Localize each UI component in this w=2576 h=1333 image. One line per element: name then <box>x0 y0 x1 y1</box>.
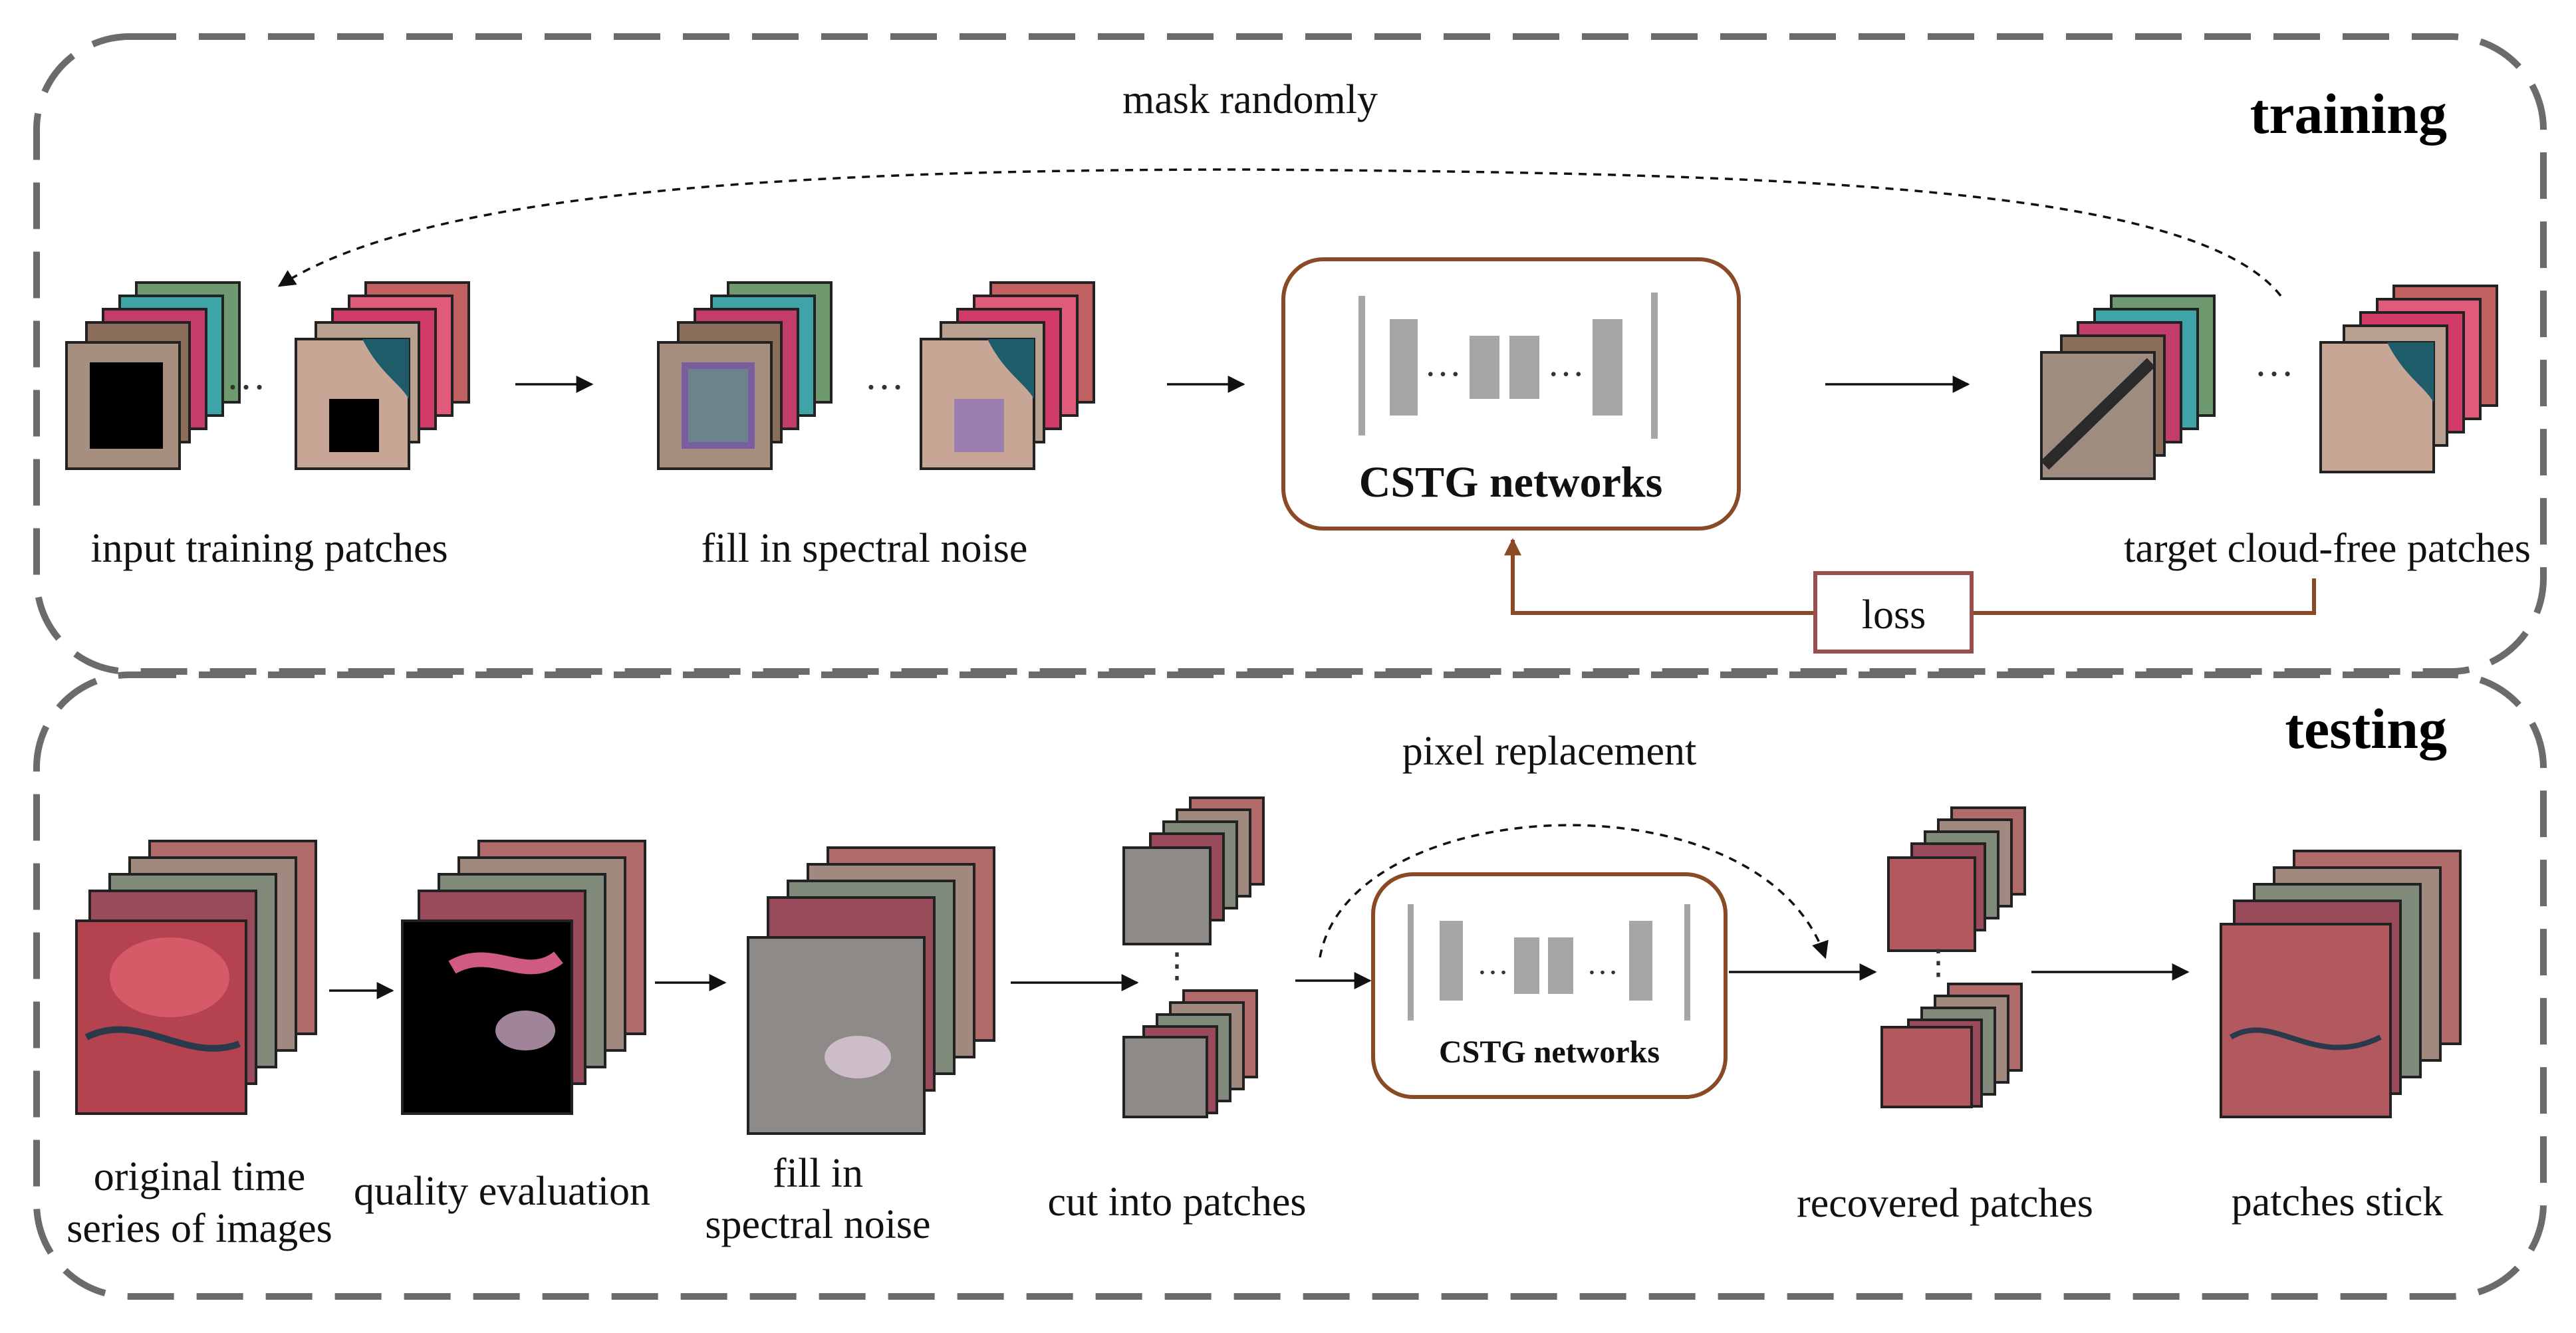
recovered-patches-label: recovered patches <box>1797 1181 2093 1226</box>
mask-randomly-label: mask randomly <box>1122 77 1378 122</box>
recovered-patch-stack-bottom <box>1880 983 2023 1108</box>
input-patch-stack-2 <box>295 281 470 470</box>
svg-text:…: … <box>1587 946 1618 981</box>
recovered-patch-stack-top <box>1887 806 2026 952</box>
vertical-ellipsis: ⋮ <box>1160 947 1194 985</box>
mask-randomly-arrow <box>277 168 2282 297</box>
cstg-networks-training-label: CSTG networks <box>1359 458 1663 507</box>
cstg-network-testing: … … CSTG networks <box>1371 872 1728 1099</box>
input-patch-stack-1 <box>65 281 241 470</box>
testing-noise-label-line1: fill in <box>773 1151 863 1196</box>
quality-evaluation-stack <box>401 840 646 1115</box>
noise-patch-stack-2 <box>920 281 1095 470</box>
svg-text:…: … <box>1547 343 1585 384</box>
input-training-patches-label: input training patches <box>90 526 448 571</box>
testing-noise-stack <box>747 846 995 1135</box>
cut-patch-stack-bottom <box>1122 989 1258 1118</box>
pixel-replacement-arrow <box>1319 824 1829 959</box>
loss-box <box>1813 571 1974 654</box>
fill-in-spectral-noise-label: fill in spectral noise <box>702 526 1028 571</box>
cut-patch-stack-top <box>1122 796 1265 945</box>
svg-text:…: … <box>1424 343 1462 384</box>
noise-square <box>954 399 1004 452</box>
ellipsis: … <box>226 354 266 398</box>
svg-text:…: … <box>1477 946 1509 981</box>
mask-square <box>90 362 163 449</box>
patches-stick-stack <box>2220 850 2462 1118</box>
target-patch-stack-2 <box>2319 285 2498 473</box>
ellipsis: … <box>864 354 904 398</box>
original-time-series-label-line2: series of images <box>66 1206 332 1251</box>
original-image-stack <box>75 840 317 1115</box>
original-time-series-label-line1: original time <box>94 1154 306 1199</box>
mask-square <box>329 399 379 452</box>
cut-into-patches-label: cut into patches <box>1047 1179 1306 1225</box>
loss-label: loss <box>1862 592 1926 638</box>
patches-stick-label: patches stick <box>2232 1179 2444 1225</box>
ellipsis: … <box>2254 340 2294 384</box>
testing-title: testing <box>2285 697 2447 761</box>
cstg-network-training: … … CSTG networks <box>1281 257 1741 531</box>
target-patch-stack-1 <box>2040 295 2216 480</box>
cstg-networks-testing-label: CSTG networks <box>1439 1034 1660 1070</box>
quality-evaluation-label: quality evaluation <box>354 1169 650 1214</box>
target-cloud-free-patches-label: target cloud-free patches <box>2124 526 2531 571</box>
pixel-replacement-label: pixel replacement <box>1402 729 1696 774</box>
noise-patch-stack-1 <box>657 281 833 470</box>
training-section-border <box>33 33 2547 675</box>
testing-noise-label-line2: spectral noise <box>705 1202 930 1247</box>
vertical-ellipsis: ⋮ <box>1921 944 1956 982</box>
training-title: training <box>2250 82 2447 146</box>
